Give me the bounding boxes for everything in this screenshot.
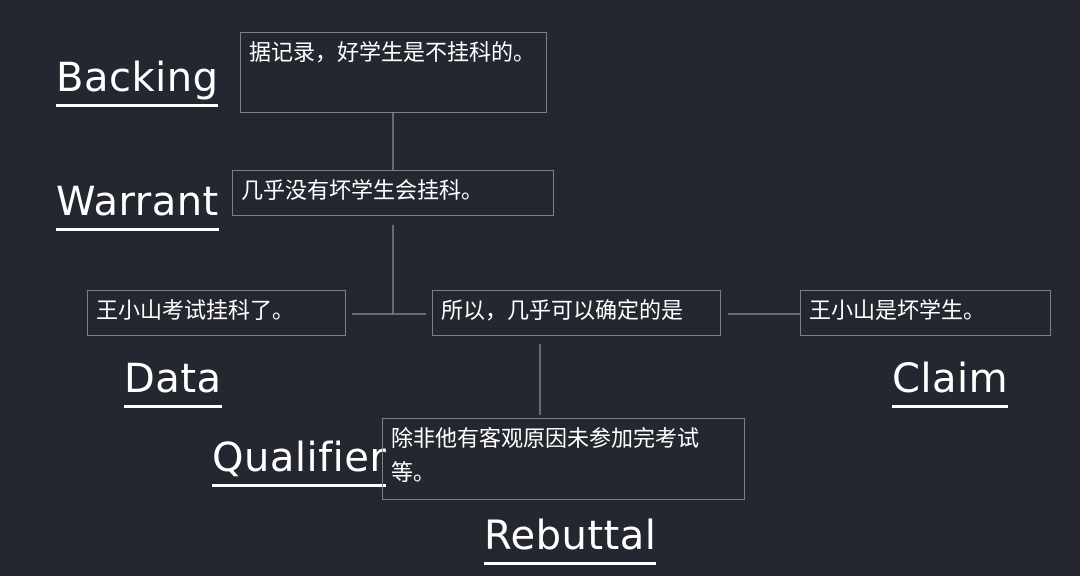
qualifier-label: Qualifier	[212, 436, 387, 487]
qualifier-box: 所以，几乎可以确定的是	[432, 290, 721, 336]
warrant-label: Warrant	[56, 180, 219, 231]
warrant-box: 几乎没有坏学生会挂科。	[232, 170, 554, 216]
backing-label: Backing	[56, 56, 219, 107]
data-box: 王小山考试挂科了。	[87, 290, 346, 336]
backing-box: 据记录，好学生是不挂科的。	[240, 32, 547, 113]
rebuttal-box: 除非他有客观原因未参加完考试等。	[382, 418, 745, 500]
data-label: Data	[124, 357, 222, 408]
claim-box: 王小山是坏学生。	[800, 290, 1051, 336]
claim-label: Claim	[892, 357, 1009, 408]
rebuttal-label: Rebuttal	[484, 514, 657, 565]
